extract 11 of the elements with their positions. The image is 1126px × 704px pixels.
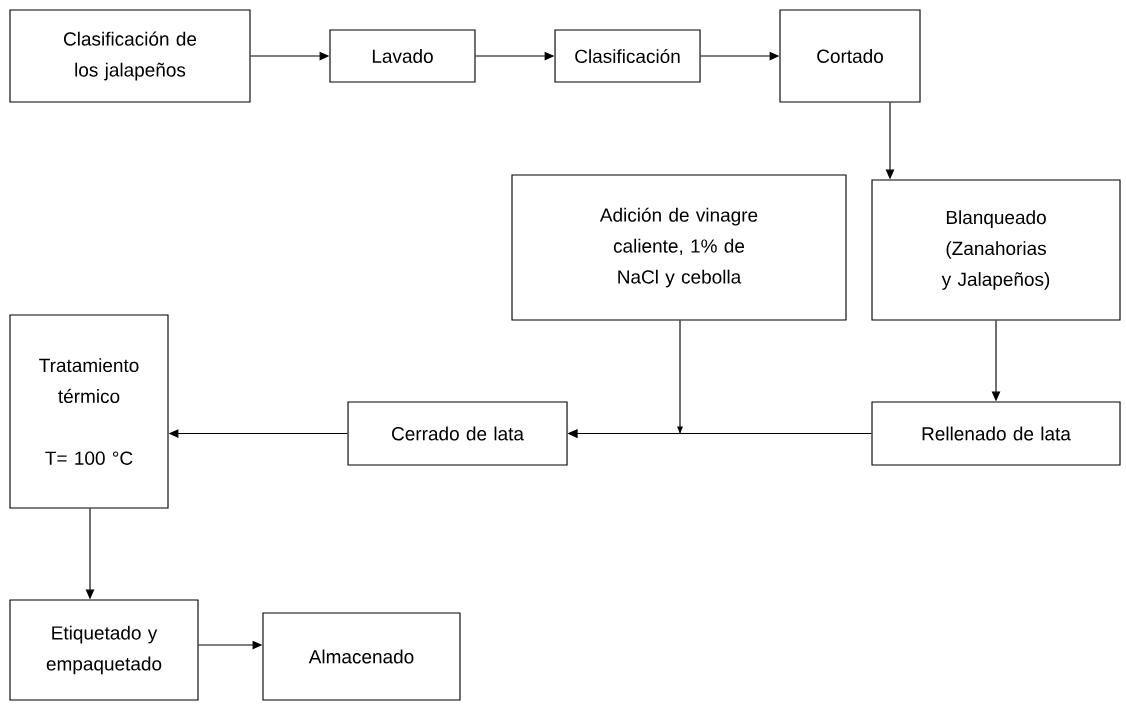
process-box: Rellenado de lata bbox=[871, 401, 1121, 466]
process-box: Adición de vinagre caliente, 1% de NaCl y cebolla bbox=[511, 174, 847, 321]
process-box: Clasificación bbox=[554, 29, 701, 83]
process-box: Etiquetado y empaquetado bbox=[9, 599, 199, 701]
process-box: Almacenado bbox=[262, 612, 461, 701]
process-box: Lavado bbox=[329, 29, 476, 83]
process-box: Tratamiento térmico T= 100 °C bbox=[9, 314, 169, 509]
process-box: Blanqueado (Zanahorias y Jalapeños) bbox=[871, 179, 1121, 321]
process-box: Cortado bbox=[779, 9, 921, 103]
process-box: Clasificación de los jalapeños bbox=[9, 9, 251, 103]
process-box: Cerrado de lata bbox=[347, 401, 568, 466]
